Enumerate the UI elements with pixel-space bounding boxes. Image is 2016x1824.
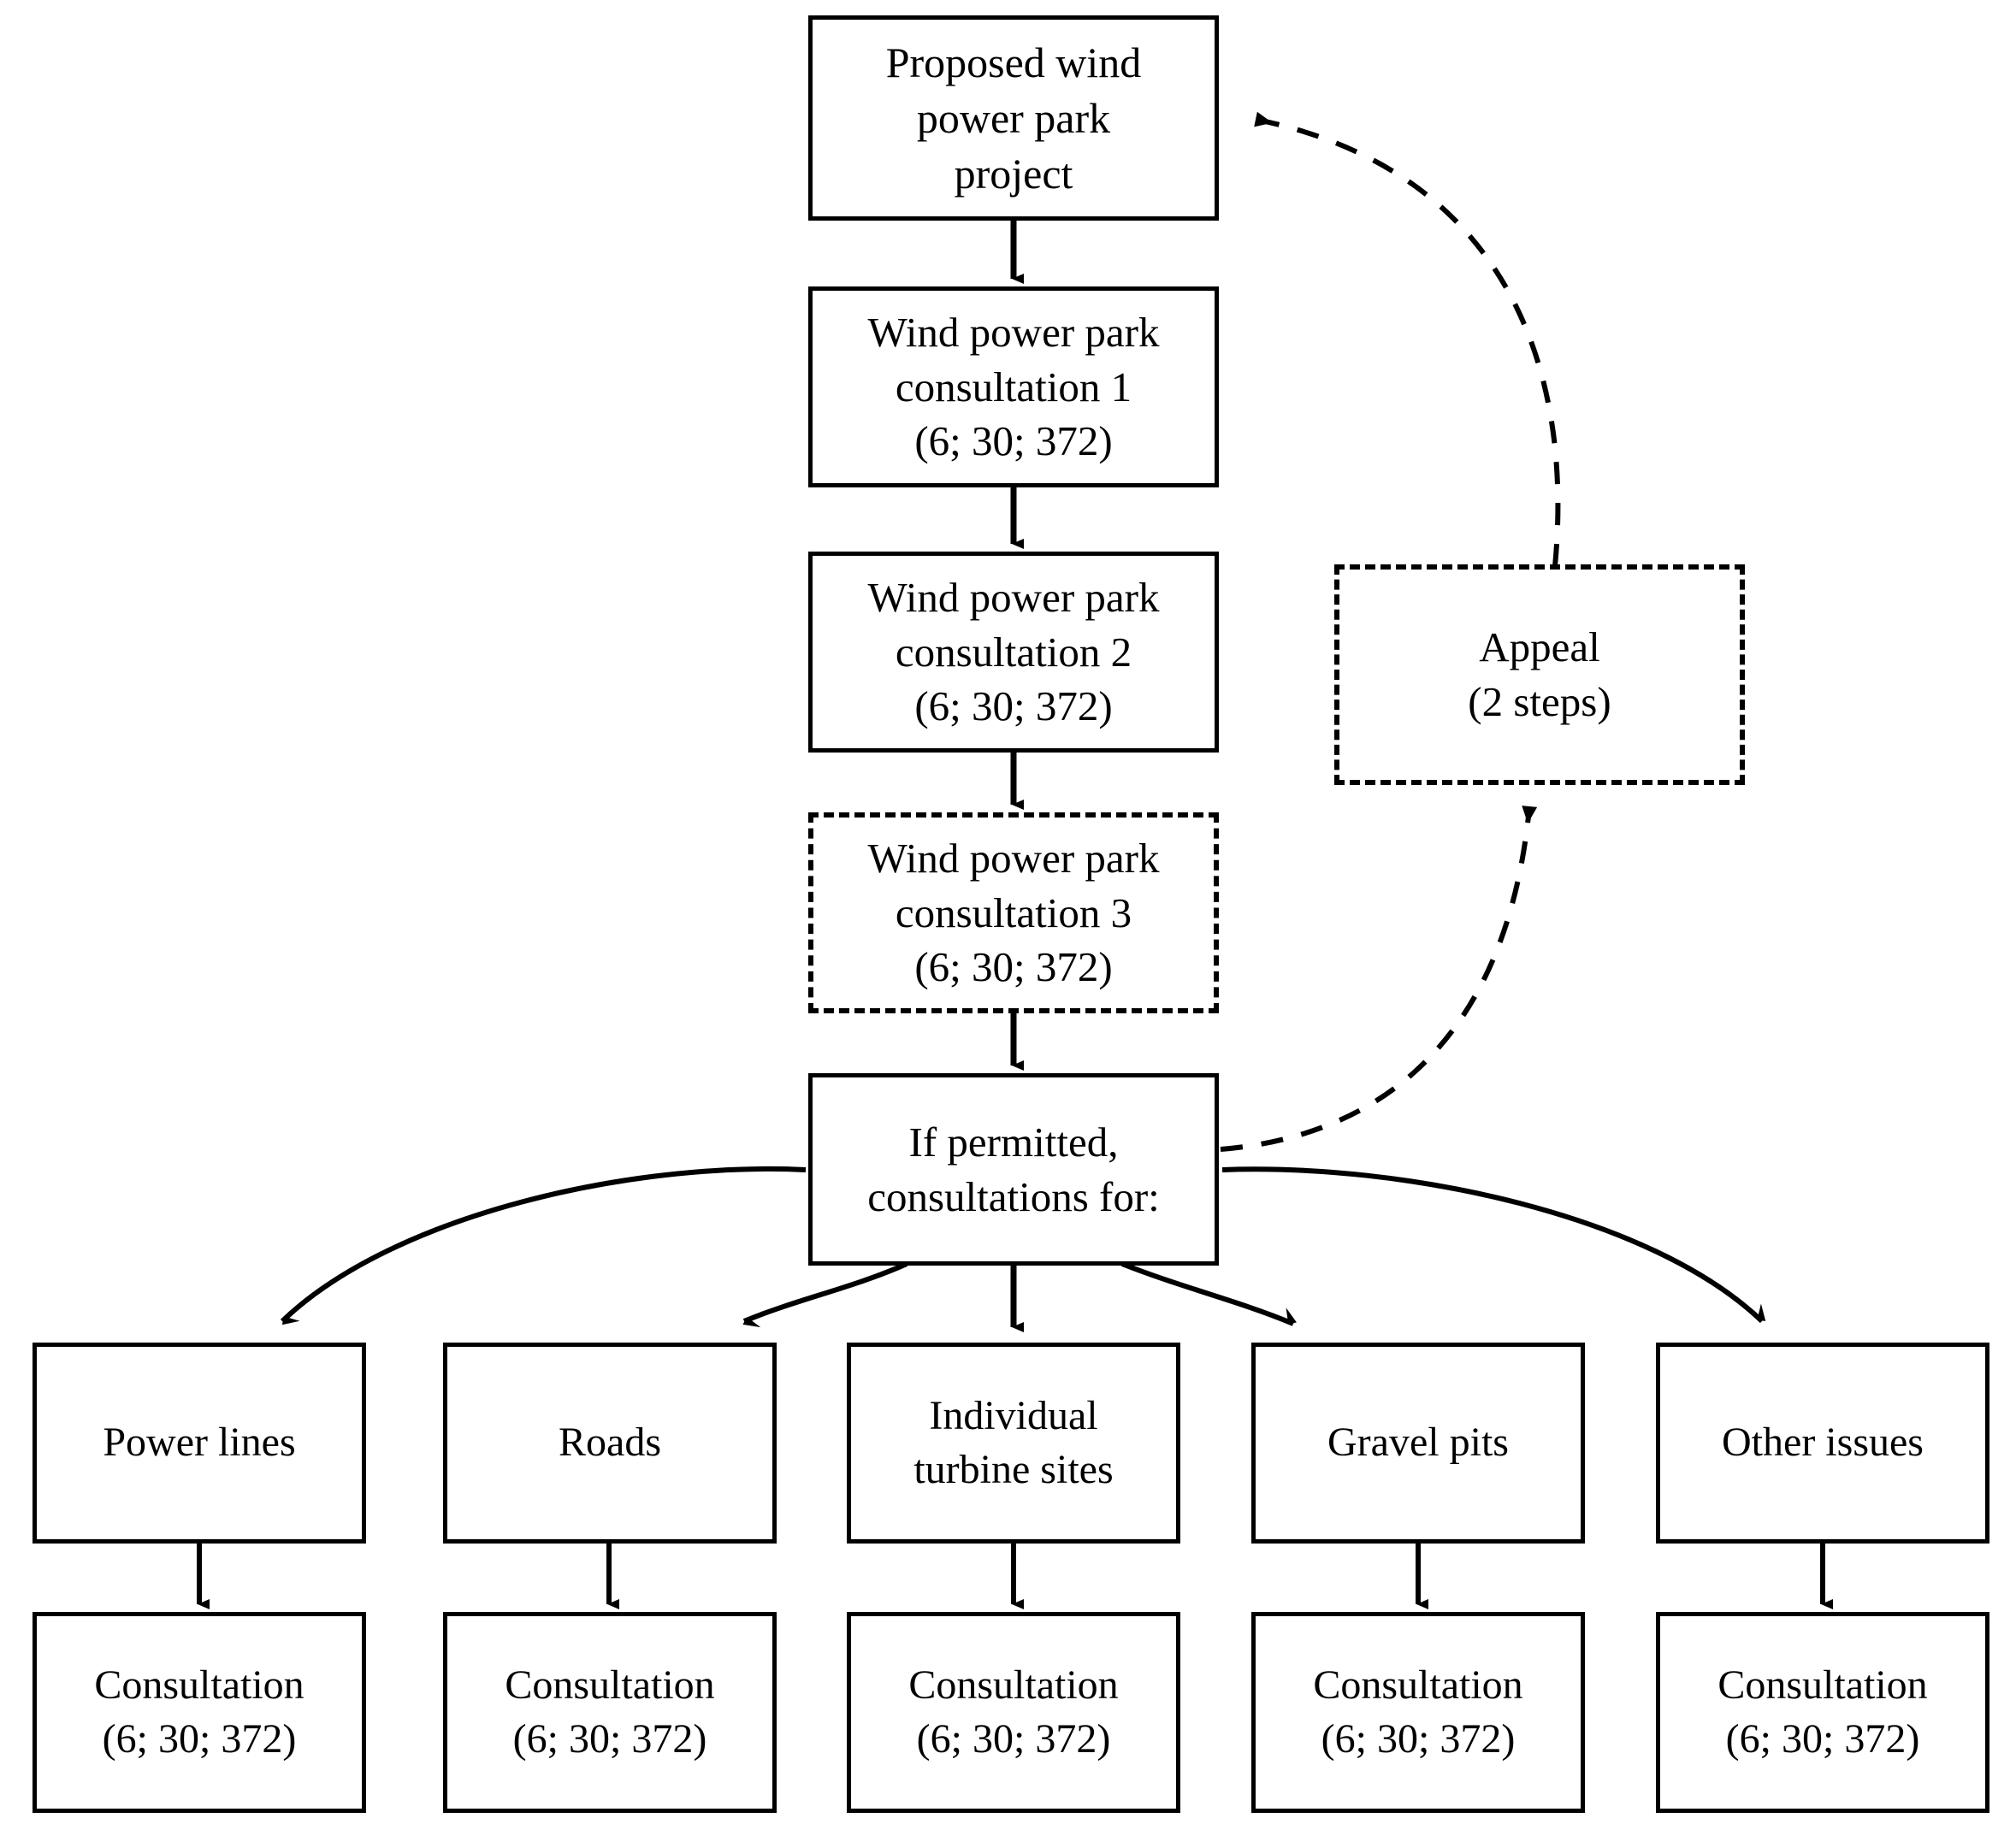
wind-power-park-consultation-3-box: Wind power park consultation 3 (6; 30; 3… — [808, 812, 1219, 1013]
node-text-line: (6; 30; 372) — [1725, 1715, 1920, 1762]
consultation-box-other-issues: Consultation (6; 30; 372) — [1656, 1612, 1989, 1813]
node-text-line: power park — [916, 93, 1111, 142]
consultation-box-roads: Consultation (6; 30; 372) — [443, 1612, 777, 1813]
consultation-box-individual-turbine-sites: Consultation (6; 30; 372) — [847, 1612, 1180, 1813]
category-box-power-lines: Power lines — [33, 1343, 366, 1544]
node-text-line: Power lines — [103, 1420, 296, 1466]
node-text-line: (2 steps) — [1468, 678, 1611, 725]
wind-power-park-consultation-1-box: Wind power park consultation 1 (6; 30; 3… — [808, 286, 1219, 487]
proposed-wind-power-park-project-box: Proposed wind power park project — [808, 15, 1219, 221]
edge-permitted-to-power-lines — [280, 1166, 807, 1325]
node-text-line: consultation 3 — [895, 888, 1132, 936]
node-text-line: Other issues — [1722, 1420, 1924, 1466]
node-text-line: Roads — [559, 1420, 661, 1466]
category-box-individual-turbine-sites: Individual turbine sites — [847, 1343, 1180, 1544]
node-text-line: (6; 30; 372) — [914, 417, 1113, 465]
node-text-line: consultation 2 — [895, 628, 1132, 676]
node-text-line: Individual — [929, 1393, 1098, 1439]
node-text-line: turbine sites — [913, 1446, 1114, 1492]
edge-permitted-to-gravel-pits — [1120, 1261, 1297, 1326]
consultation-box-power-lines: Consultation (6; 30; 372) — [33, 1612, 366, 1813]
node-text-line: (6; 30; 372) — [102, 1715, 297, 1762]
node-text-line: Gravel pits — [1327, 1420, 1509, 1466]
appeal-box: Appeal (2 steps) — [1334, 564, 1745, 785]
node-text-line: Proposed wind — [885, 38, 1142, 86]
node-text-line: (6; 30; 372) — [914, 682, 1113, 730]
node-text-line: Wind power park — [867, 573, 1160, 621]
edge-appeal-to-proposal — [1254, 111, 1561, 567]
node-text-line: (6; 30; 372) — [512, 1715, 707, 1762]
node-text-line: Consultation — [1313, 1662, 1523, 1709]
if-permitted-consultations-for-box: If permitted, consultations for: — [808, 1073, 1219, 1266]
node-text-line: (6; 30; 372) — [914, 943, 1113, 991]
node-text-line: project — [954, 149, 1073, 198]
edge-permitted-to-roads — [742, 1261, 908, 1328]
node-text-line: Appeal — [1479, 623, 1600, 671]
node-text-line: Consultation — [908, 1662, 1119, 1709]
node-text-line: (6; 30; 372) — [916, 1715, 1111, 1762]
edge-permitted-to-appeal — [1220, 806, 1538, 1152]
node-text-line: Wind power park — [867, 308, 1160, 356]
edge-permitted-to-other-issues — [1221, 1166, 1766, 1324]
category-box-gravel-pits: Gravel pits — [1251, 1343, 1585, 1544]
category-box-roads: Roads — [443, 1343, 777, 1544]
node-text-line: consultation 1 — [895, 363, 1132, 410]
node-text-line: consultations for: — [867, 1172, 1160, 1220]
node-text-line: Wind power park — [867, 834, 1160, 882]
category-box-other-issues: Other issues — [1656, 1343, 1989, 1544]
node-text-line: Consultation — [505, 1662, 715, 1709]
consultation-box-gravel-pits: Consultation (6; 30; 372) — [1251, 1612, 1585, 1813]
node-text-line: Consultation — [1717, 1662, 1928, 1709]
node-text-line: If permitted, — [908, 1118, 1119, 1166]
wind-power-park-consultation-2-box: Wind power park consultation 2 (6; 30; 3… — [808, 552, 1219, 753]
node-text-line: (6; 30; 372) — [1321, 1715, 1516, 1762]
node-text-line: Consultation — [94, 1662, 304, 1709]
